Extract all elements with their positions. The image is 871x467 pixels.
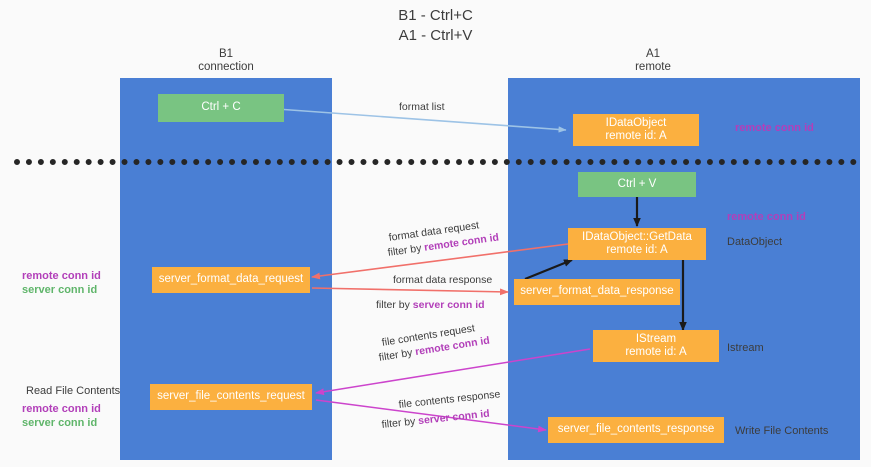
annotation-write-file-contents: Write File Contents [735, 425, 829, 437]
node-server-file-contents-request-label: server_file_contents_request [157, 390, 305, 403]
node-istream-line2: remote id: A [625, 346, 687, 358]
edge-label-format-data-response-filter: filter by server conn id [376, 299, 485, 312]
lane-header-a1-name: A1 [645, 48, 661, 60]
phase-divider [14, 159, 857, 165]
node-server-file-contents-response-label: server_file_contents_response [557, 423, 715, 436]
node-ctrl-v[interactable]: Ctrl + V [578, 172, 696, 197]
node-server-file-contents-request[interactable]: server_file_contents_request [150, 384, 312, 410]
node-server-format-data-response-label: server_format_data_response [520, 285, 674, 298]
edge-label-file-contents-response-filter: filter by server conn id [381, 408, 490, 432]
lane-header-b1-name: B1 [218, 48, 234, 60]
filter-prefix-2: filter by [376, 299, 413, 311]
annotation-left-server-conn-id-2: server conn id [22, 417, 98, 429]
node-idataobject-line2: remote id: A [605, 130, 667, 142]
edge-label-format-data-response: format data response [393, 274, 493, 286]
node-idataobject-line1: IDataObject [605, 116, 667, 129]
annotation-remote-conn-id-top: remote conn id [735, 122, 814, 134]
node-istream-line1: IStream [635, 332, 677, 345]
annotation-read-file-contents: Read File Contents [26, 385, 121, 397]
node-server-file-contents-response[interactable]: server_file_contents_response [548, 417, 724, 443]
filter-key-server-conn-id-1: server conn id [412, 299, 485, 311]
annotation-remote-conn-id-mid: remote conn id [727, 211, 806, 223]
diagram-title: B1 - Ctrl+C A1 - Ctrl+V [0, 6, 871, 46]
node-server-format-data-request-label: server_format_data_request [158, 273, 304, 286]
node-idataobject-getdata[interactable]: IDataObject::GetData remote id: A [568, 228, 706, 260]
node-getdata-line1: IDataObject::GetData [582, 230, 692, 243]
lane-header-b1: B1 connection [120, 48, 332, 74]
filter-key-server-conn-id-2: server conn id [417, 407, 491, 428]
lane-header-a1: A1 remote [508, 48, 798, 74]
connector-format-data-response [311, 287, 509, 296]
title-line-1: B1 - Ctrl+C [398, 7, 473, 24]
node-ctrl-v-label: Ctrl + V [617, 177, 657, 190]
annotation-istream: Istream [727, 342, 764, 354]
node-server-format-data-request[interactable]: server_format_data_request [152, 267, 310, 293]
node-getdata-line2: remote id: A [606, 244, 668, 256]
node-idataobject[interactable]: IDataObject remote id: A [573, 114, 699, 146]
lane-header-b1-sub: connection [198, 61, 254, 73]
node-ctrl-c[interactable]: Ctrl + C [158, 94, 284, 122]
annotation-left-server-conn-id-1: server conn id [22, 284, 98, 296]
annotation-left-remote-conn-id-1: remote conn id [22, 270, 101, 282]
title-line-2: A1 - Ctrl+V [398, 27, 473, 44]
edge-label-format-list: format list [399, 101, 445, 113]
node-server-format-data-response[interactable]: server_format_data_response [514, 279, 680, 305]
node-istream[interactable]: IStream remote id: A [593, 330, 719, 362]
lane-header-a1-sub: remote [635, 61, 671, 73]
annotation-left-remote-conn-id-2: remote conn id [22, 403, 101, 415]
filter-prefix-4: filter by [381, 415, 419, 431]
node-ctrl-c-label: Ctrl + C [201, 101, 241, 114]
annotation-dataobject: DataObject [727, 236, 783, 248]
